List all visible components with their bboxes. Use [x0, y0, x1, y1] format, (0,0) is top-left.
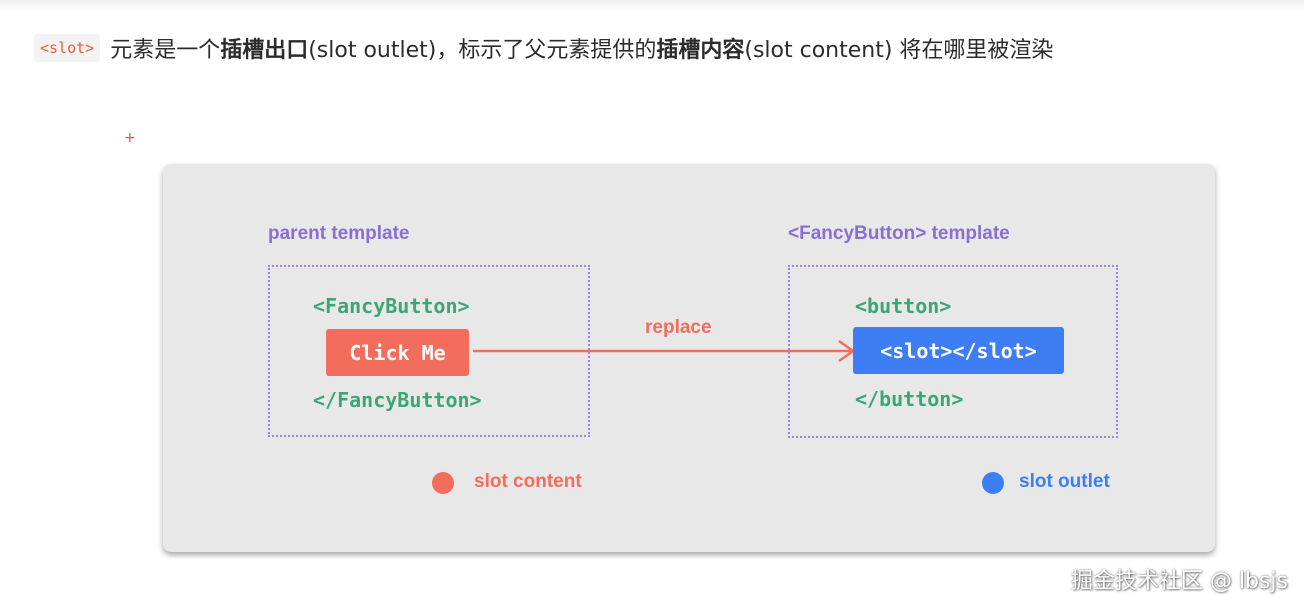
slot-content-legend-label: slot content	[474, 471, 582, 492]
slot-content-pill: Click Me	[326, 329, 469, 376]
intro-bold-slot-content: 插槽内容	[656, 38, 745, 63]
replace-label: replace	[645, 317, 712, 338]
intro-text-2: (slot outlet)，标示了父元素提供的	[308, 38, 657, 63]
parent-open-tag: <FancyButton>	[313, 294, 470, 318]
slot-code-chip: <slot>	[34, 34, 101, 62]
intro-bold-slot-outlet: 插槽出口	[220, 38, 309, 63]
slot-outlet-legend-label: slot outlet	[1019, 471, 1110, 492]
slot-outlet-pill: <slot></slot>	[853, 327, 1064, 374]
fancybutton-template-heading: <FancyButton> template	[788, 223, 1010, 244]
button-close-tag: </button>	[855, 387, 964, 411]
watermark: 掘金技术社区 @ lbsjs	[1070, 569, 1288, 594]
parent-close-tag: </FancyButton>	[313, 388, 482, 412]
top-strip	[0, 0, 1304, 10]
intro-text-1: 元素是一个	[110, 38, 221, 63]
intro-sentence: <slot> 元素是一个 插槽出口 (slot outlet)，标示了父元素提供…	[34, 28, 1053, 68]
parent-template-heading: parent template	[268, 223, 410, 244]
button-open-tag: <button>	[855, 294, 952, 318]
slot-outlet-legend-dot	[982, 472, 1004, 494]
fancybutton-template-box	[788, 265, 1118, 438]
intro-text-3: (slot content) 将在哪里被渲染	[744, 38, 1054, 63]
slot-content-legend-dot	[432, 472, 454, 494]
plus-marker: +	[124, 130, 136, 146]
